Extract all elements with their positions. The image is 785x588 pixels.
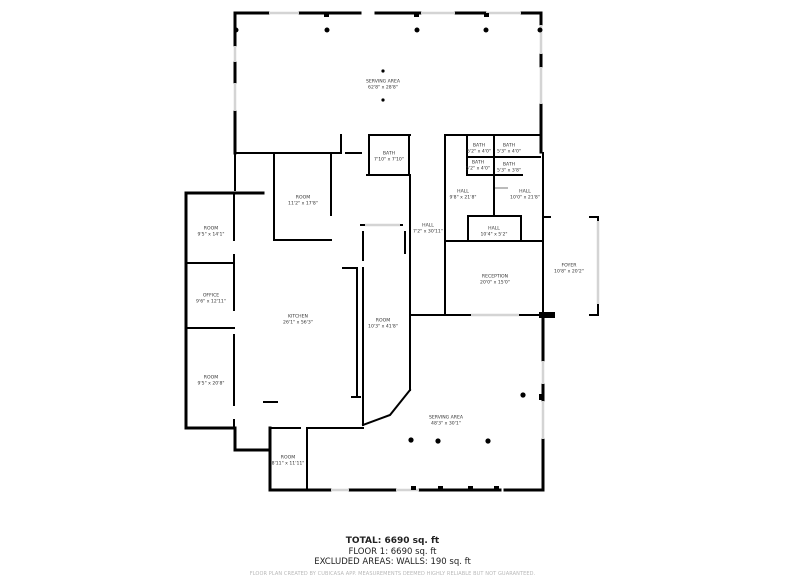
room-dims: 9'5" x 14'1"	[197, 232, 225, 237]
room-name: ROOM	[203, 226, 219, 232]
room-name: ROOM	[280, 455, 296, 461]
floor-area: FLOOR 1: 6690 sq. ft	[348, 547, 437, 557]
room-name: ROOM	[375, 318, 391, 324]
room-name: HALL	[457, 189, 469, 195]
disclaimer: FLOOR PLAN CREATED BY CUBICASA APP. MEAS…	[249, 571, 536, 577]
room-name: ROOM	[295, 195, 311, 201]
room-dims: 10'8" x 20'2"	[554, 269, 584, 274]
room-dims: 9'8" x 21'8"	[449, 195, 477, 200]
room-name: BATH	[471, 160, 485, 166]
room-name: ROOM	[203, 375, 219, 381]
room-dims: 9'6" x 12'11"	[196, 299, 226, 304]
room-dims: 11'2" x 17'8"	[288, 201, 318, 206]
columns	[233, 13, 543, 490]
room-name: RECEPTION	[481, 274, 509, 280]
room-dims: 5'3" x 3'8"	[496, 168, 522, 173]
room-name: HALL	[488, 226, 500, 232]
room-name: KITCHEN	[288, 314, 308, 320]
room-dims: 8'11" x 11'11"	[271, 461, 305, 466]
room-dims: 26'1" x 56'3"	[283, 320, 313, 325]
room-name: BATH	[472, 143, 486, 149]
excluded-area: EXCLUDED AREAS: WALLS: 190 sq. ft	[314, 557, 471, 567]
room-dims: 20'0" x 15'0"	[480, 280, 510, 285]
room-name: BATH	[502, 162, 516, 168]
room-name: HALL	[422, 223, 434, 229]
room-dims: 5'2" x 4'0"	[466, 149, 492, 154]
windows	[233, 11, 600, 492]
room-dims: 5'3" x 4'0"	[496, 149, 522, 154]
room-name: BATH	[502, 143, 516, 149]
room-name: HALL	[519, 189, 531, 195]
room-name: BATH	[382, 151, 396, 157]
room-dims: 10'4" x 5'2"	[480, 232, 508, 237]
room-dims: 5'2" x 4'0"	[465, 166, 491, 171]
room-dims: 9'5" x 20'8"	[197, 381, 225, 386]
room-dims: 10'0" x 21'8"	[510, 195, 540, 200]
room-name: SERVING AREA	[428, 415, 464, 421]
room-dims: 7'10" x 7'10"	[374, 157, 404, 162]
total-area: TOTAL: 6690 sq. ft	[345, 536, 440, 546]
room-name: SERVING AREA	[365, 79, 401, 85]
room-dims: 48'3" x 30'1"	[431, 421, 461, 426]
room-dims: 62'8" x 28'8"	[368, 85, 398, 90]
room-dims: 7'2" x 30'11"	[413, 229, 443, 234]
room-name: OFFICE	[202, 293, 220, 299]
room-name: FOYER	[561, 263, 577, 269]
room-dims: 10'3" x 41'8"	[368, 324, 398, 329]
